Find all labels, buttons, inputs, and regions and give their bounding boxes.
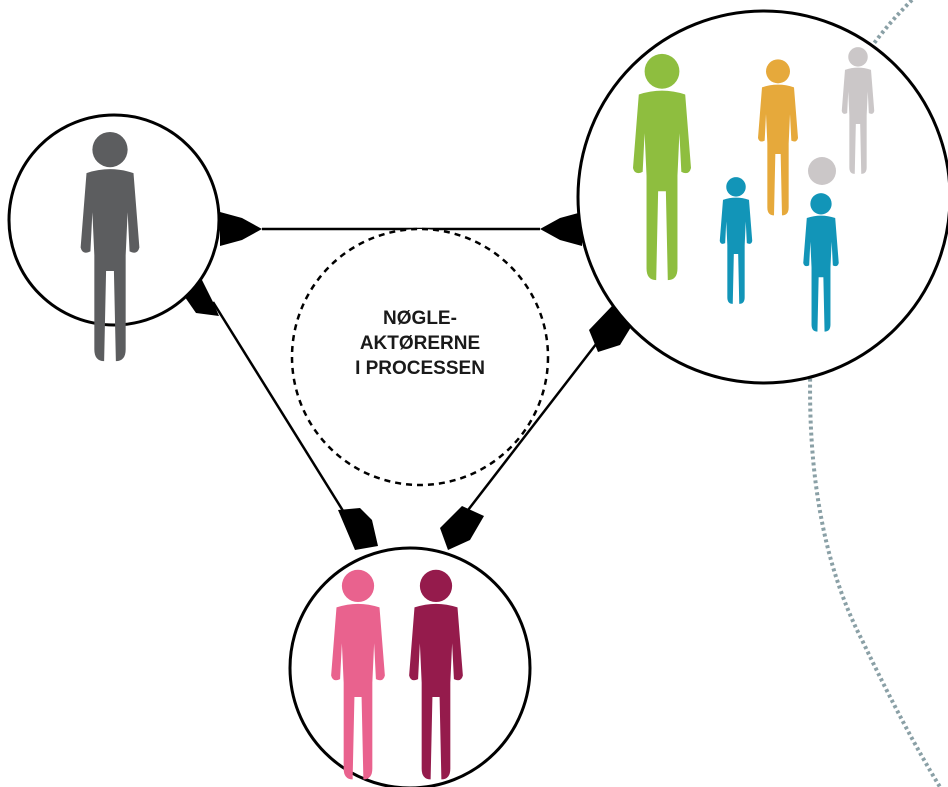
line-left-bottom: [211, 301, 347, 515]
node-top-right: [576, 9, 948, 385]
center-dashed-circle: [290, 227, 550, 487]
dotted-arc: [803, 0, 942, 787]
center-label-line-1: NØGLE-: [383, 308, 457, 329]
node-top-right-circle: [576, 9, 948, 385]
ball-icon: [808, 157, 836, 185]
node-bottom: [288, 546, 532, 787]
arrow-to-bottom-1: [338, 508, 378, 550]
center-label-line-2: AKTØRERNE: [359, 333, 481, 354]
arrow-to-bottom-2: [440, 506, 484, 550]
arrow-to-topright-1: [540, 212, 582, 246]
center-label: NØGLE- AKTØRERNE I PROCESSEN: [300, 306, 540, 381]
line-topright-bottom: [464, 338, 601, 515]
connection-lines: [211, 227, 601, 515]
arrow-to-left-1: [220, 212, 262, 246]
center-label-line-3: I PROCESSEN: [355, 358, 485, 379]
node-left: [7, 113, 221, 362]
arrowheads: [180, 212, 631, 550]
